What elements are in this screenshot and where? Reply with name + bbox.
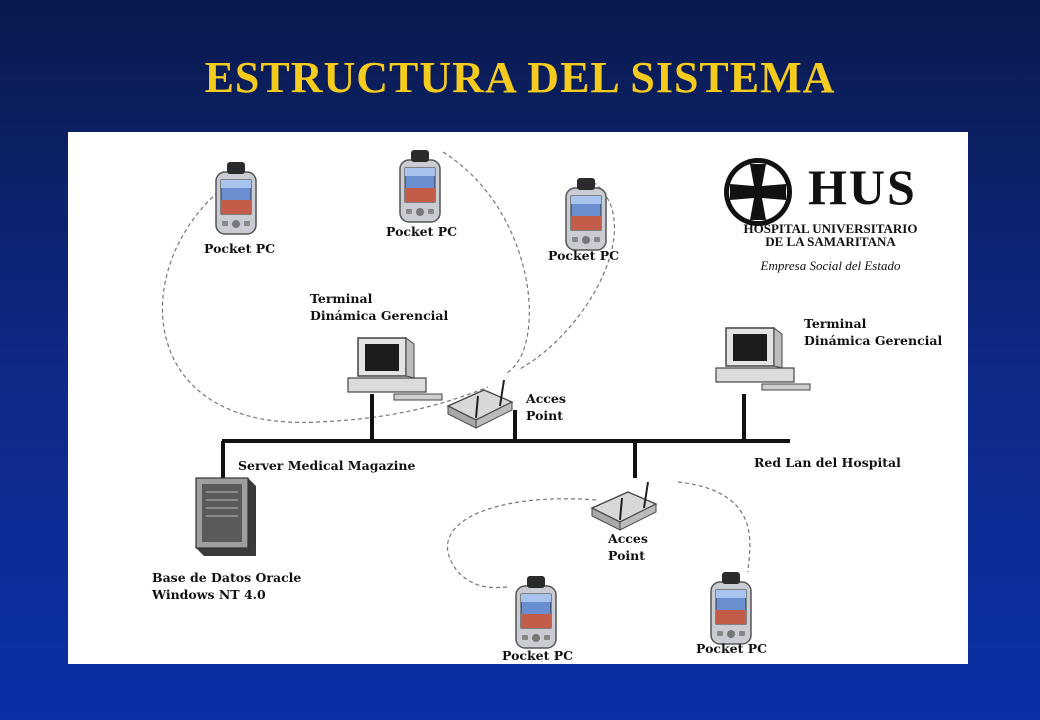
- logo-name: HOSPITAL UNIVERSITARIO DE LA SAMARITANA: [723, 222, 938, 248]
- pocket-pc-label: Pocket PC: [502, 648, 574, 663]
- network-diagram: HUS HOSPITAL UNIVERSITARIO DE LA SAMARIT…: [68, 132, 968, 664]
- network-trunk: [221, 394, 790, 480]
- pocket-pc-label: Pocket PC: [696, 641, 768, 656]
- access-point-label: Acces Point: [608, 531, 648, 563]
- logo-name-line1: HOSPITAL UNIVERSITARIO: [743, 221, 918, 236]
- logo-subtitle: Empresa Social del Estado: [760, 258, 901, 273]
- page-title: ESTRUCTURA DEL SISTEMA: [204, 53, 836, 102]
- access-point-label: Acces Point: [526, 391, 566, 423]
- wireless-access-point-icon: [591, 481, 657, 531]
- server-label: Server Medical Magazine: [238, 458, 416, 473]
- wireless-access-point-icon: [447, 379, 513, 429]
- pocket-pc-icon: [710, 571, 752, 645]
- pocket-pc-label: Pocket PC: [204, 241, 276, 256]
- diagram-canvas: [161, 149, 811, 649]
- logo-name-line2: DE LA SAMARITANA: [765, 234, 896, 249]
- pocket-pc-icon: [515, 575, 557, 649]
- pocket-pc-icon: [399, 149, 441, 223]
- pocket-pc-icon: [565, 177, 607, 251]
- desktop-computer-icon: [347, 337, 443, 401]
- pocket-pc-label: Pocket PC: [386, 224, 458, 239]
- desktop-computer-icon: [715, 327, 811, 391]
- server-tower-icon: [195, 477, 256, 556]
- wireless-links: [161, 151, 751, 589]
- database-label: Base de Datos Oracle Windows NT 4.0: [152, 570, 302, 602]
- pocket-pc-icon: [215, 161, 257, 235]
- terminal-label: Terminal Dinámica Gerencial: [310, 291, 449, 323]
- terminal-label: Terminal Dinámica Gerencial: [804, 316, 943, 348]
- cross-emblem-icon: [724, 158, 792, 226]
- pocket-pc-label: Pocket PC: [548, 248, 620, 263]
- lan-label: Red Lan del Hospital: [754, 455, 901, 470]
- logo-letters: HUS: [808, 159, 917, 215]
